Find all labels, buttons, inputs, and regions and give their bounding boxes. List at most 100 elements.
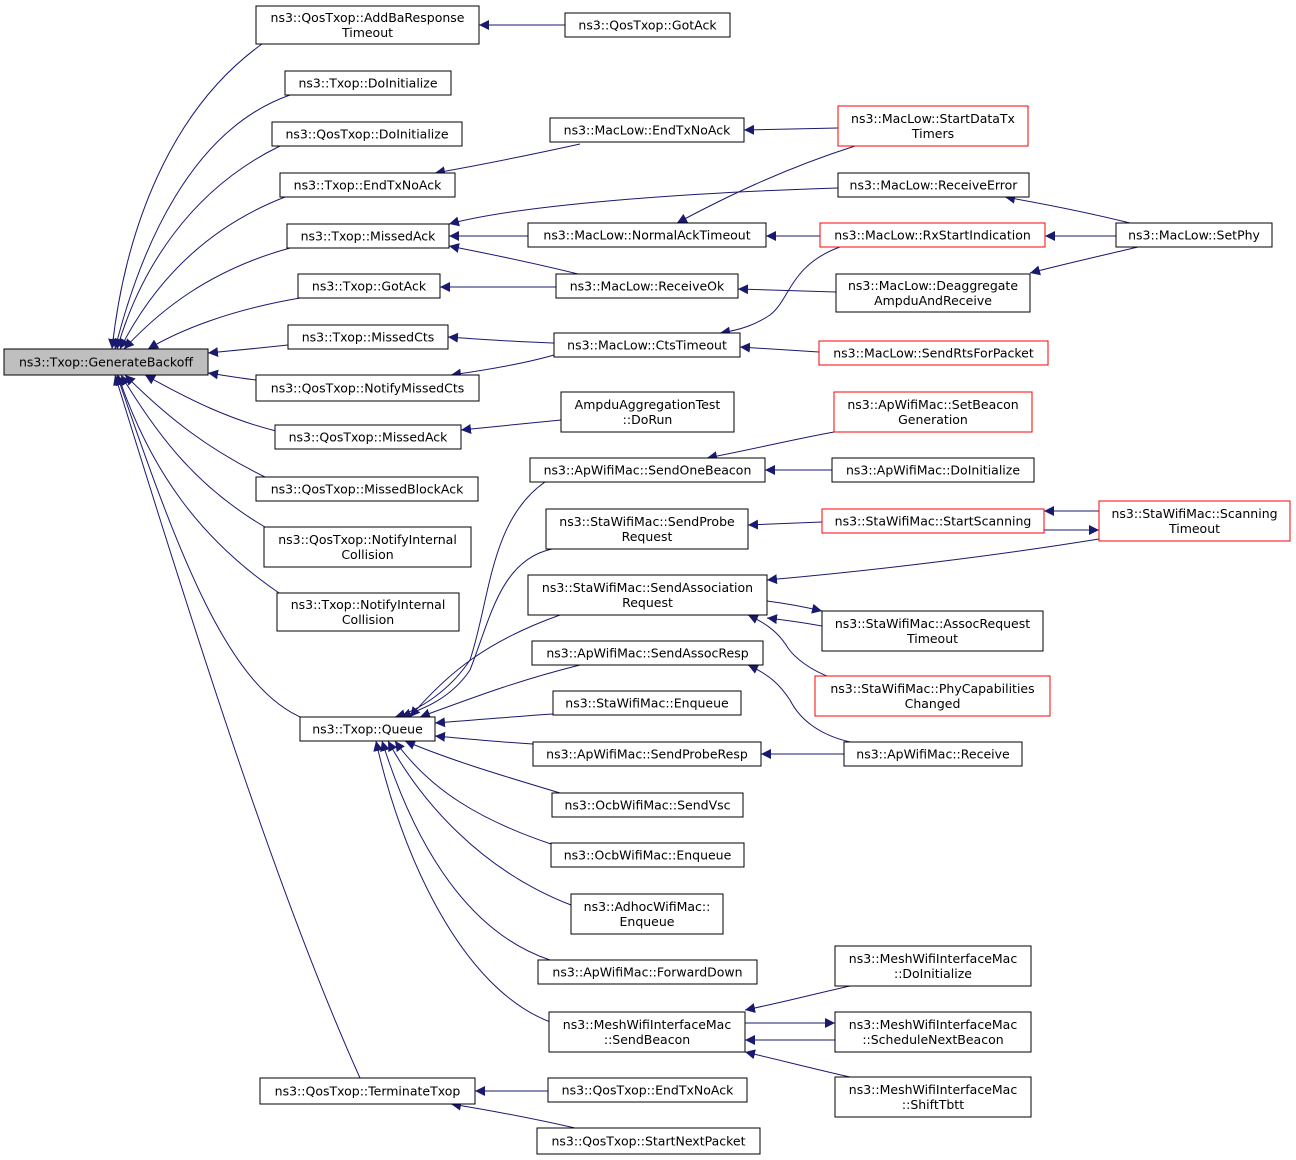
function-node-ap-sendonebeacon[interactable]: ns3::ApWifiMac::SendOneBeacon xyxy=(529,457,766,483)
node-box xyxy=(834,1076,1032,1118)
function-node-ap-sendassocresp[interactable]: ns3::ApWifiMac::SendAssocResp xyxy=(531,640,764,666)
node-box xyxy=(286,223,450,249)
node-box xyxy=(552,690,742,716)
node-label: AmpduAggregationTest xyxy=(575,397,721,412)
function-node-mesh-shifttbtt[interactable]: ns3::MeshWifiInterfaceMac::ShiftTbtt xyxy=(834,1076,1032,1118)
node-label: ns3::QosTxop::StartNextPacket xyxy=(551,1134,745,1149)
call-edge-txop_notifyinternal-to-generate_backoff xyxy=(116,374,283,596)
function-node-ap-doinit[interactable]: ns3::ApWifiMac::DoInitialize xyxy=(831,457,1035,483)
function-node-generate-backoff[interactable]: ns3::Txop::GenerateBackoff xyxy=(3,348,209,376)
call-edge-line xyxy=(747,519,823,530)
function-node-txop-missedcts[interactable]: ns3::Txop::MissedCts xyxy=(287,324,449,350)
call-edge-maclow_startdatatx-to-maclow_endtxnoack xyxy=(743,124,839,135)
node-label: ::SendBeacon xyxy=(604,1032,690,1047)
function-node-qos-gotack[interactable]: ns3::QosTxop::GotAck xyxy=(564,12,731,38)
call-edge-sta_sendassoc-to-sta_assoctimeout xyxy=(766,600,823,614)
call-edge-maclow_endtxnoack-to-txop_endtxnoack xyxy=(434,143,581,177)
function-node-ampdu-dorun[interactable]: AmpduAggregationTest::DoRun xyxy=(560,391,735,433)
call-edge-maclow_sendrts-to-maclow_ctstimeout xyxy=(739,342,820,353)
call-edge-line xyxy=(116,374,283,596)
call-edge-qos_terminatetxop-to-generate_backoff xyxy=(113,374,361,1079)
function-node-maclow-rxstart[interactable]: ns3::MacLow::RxStartIndication xyxy=(819,222,1046,248)
call-edge-line xyxy=(447,332,555,344)
function-node-maclow-setphy[interactable]: ns3::MacLow::SetPhy xyxy=(1115,222,1273,248)
call-edge-txop_doinit-to-generate_backoff xyxy=(112,94,291,350)
node-label: ns3::ApWifiMac::SendOneBeacon xyxy=(544,463,752,478)
function-node-mesh-sendbeacon[interactable]: ns3::MeshWifiInterfaceMac::SendBeacon xyxy=(548,1011,746,1053)
node-label: ns3::QosTxop::TerminateTxop xyxy=(275,1084,461,1099)
node-box xyxy=(548,1011,746,1053)
node-label: ns3::QosTxop::MissedAck xyxy=(289,430,449,445)
function-node-qos-terminatetxop[interactable]: ns3::QosTxop::TerminateTxop xyxy=(259,1077,476,1105)
node-box xyxy=(1098,500,1291,542)
node-label: Changed xyxy=(905,696,961,711)
function-node-txop-queue[interactable]: ns3::Txop::Queue xyxy=(299,716,436,742)
function-node-mesh-schedulenext[interactable]: ns3::MeshWifiInterfaceMac::ScheduleNextB… xyxy=(834,1011,1032,1053)
node-label: ns3::Txop::MissedCts xyxy=(302,330,435,345)
node-label: ns3::Txop::NotifyInternal xyxy=(291,597,446,612)
node-label: Collision xyxy=(341,547,393,562)
function-node-qos-startnextpacket[interactable]: ns3::QosTxop::StartNextPacket xyxy=(536,1127,761,1155)
call-edge-line xyxy=(744,1049,851,1078)
node-box xyxy=(831,457,1035,483)
function-node-maclow-receiveok[interactable]: ns3::MacLow::ReceiveOk xyxy=(555,273,739,299)
node-box xyxy=(287,324,449,350)
function-node-qos-notifymissedcts[interactable]: ns3::QosTxop::NotifyMissedCts xyxy=(255,374,480,402)
function-node-qos-missedblockack[interactable]: ns3::QosTxop::MissedBlockAck xyxy=(255,476,479,502)
node-label: ::ShiftTbtt xyxy=(902,1097,964,1112)
function-node-ap-sendproberesp[interactable]: ns3::ApWifiMac::SendProbeResp xyxy=(532,741,762,767)
call-edge-maclow_receiveok-to-txop_missedack xyxy=(448,243,579,275)
call-edge-line xyxy=(1029,246,1139,276)
function-node-ap-receive[interactable]: ns3::ApWifiMac::Receive xyxy=(843,741,1023,767)
node-box xyxy=(547,1077,748,1103)
function-node-maclow-sendrts[interactable]: ns3::MacLow::SendRtsForPacket xyxy=(818,340,1049,366)
node-box xyxy=(564,12,731,38)
node-label: Enqueue xyxy=(620,914,675,929)
function-node-qos-missedack[interactable]: ns3::QosTxop::MissedAck xyxy=(274,424,462,450)
call-edge-ocb_enqueue-to-txop_queue xyxy=(394,740,552,845)
function-node-txop-doinit[interactable]: ns3::Txop::DoInitialize xyxy=(284,70,452,96)
function-node-adhoc-enqueue[interactable]: ns3::AdhocWifiMac::Enqueue xyxy=(570,893,724,935)
node-label: ns3::AdhocWifiMac:: xyxy=(584,899,711,914)
function-node-mesh-doinit[interactable]: ns3::MeshWifiInterfaceMac::DoInitialize xyxy=(834,945,1032,987)
call-edge-sta_enqueue-to-txop_queue xyxy=(434,713,554,728)
function-node-txop-endtxnoack[interactable]: ns3::Txop::EndTxNoAck xyxy=(279,172,456,198)
function-node-ap-forwarddown[interactable]: ns3::ApWifiMac::ForwardDown xyxy=(537,959,758,985)
function-node-txop-missedack[interactable]: ns3::Txop::MissedAck xyxy=(286,223,450,249)
call-edge-qos_notifymissedcts-to-generate_backoff xyxy=(207,369,257,381)
call-edge-qos_notifyinternal-to-generate_backoff xyxy=(120,374,271,531)
call-edge-txop_missedack-to-generate_backoff xyxy=(123,247,291,350)
function-node-maclow-normalacktimeout[interactable]: ns3::MacLow::NormalAckTimeout xyxy=(527,222,767,248)
node-box xyxy=(570,893,724,935)
call-edge-line xyxy=(394,740,552,845)
node-label: ::DoInitialize xyxy=(894,966,972,981)
function-node-ocb-enqueue[interactable]: ns3::OcbWifiMac::Enqueue xyxy=(550,842,745,868)
function-node-maclow-receiveerror[interactable]: ns3::MacLow::ReceiveError xyxy=(837,172,1030,198)
function-node-qos-doinit[interactable]: ns3::QosTxop::DoInitialize xyxy=(271,121,463,147)
function-node-sta-startscanning[interactable]: ns3::StaWifiMac::StartScanning xyxy=(821,508,1045,534)
node-box xyxy=(821,610,1044,652)
call-edge-line xyxy=(719,246,841,337)
node-label: ns3::MacLow::Deaggregate xyxy=(848,278,1018,293)
function-node-txop-gotack[interactable]: ns3::Txop::GotAck xyxy=(297,273,441,299)
function-node-maclow-ctstimeout[interactable]: ns3::MacLow::CtsTimeout xyxy=(553,332,741,358)
call-edge-line xyxy=(450,354,555,379)
function-node-qos-endtxnoack[interactable]: ns3::QosTxop::EndTxNoAck xyxy=(547,1077,748,1103)
function-node-sta-enqueue[interactable]: ns3::StaWifiMac::Enqueue xyxy=(552,690,742,716)
node-label: ns3::MacLow::NormalAckTimeout xyxy=(543,228,750,243)
node-label: Collision xyxy=(342,612,394,627)
node-box xyxy=(837,172,1030,198)
function-node-maclow-endtxnoack[interactable]: ns3::MacLow::EndTxNoAck xyxy=(549,117,745,143)
function-node-ocb-sendvsc[interactable]: ns3::OcbWifiMac::SendVsc xyxy=(551,792,744,818)
